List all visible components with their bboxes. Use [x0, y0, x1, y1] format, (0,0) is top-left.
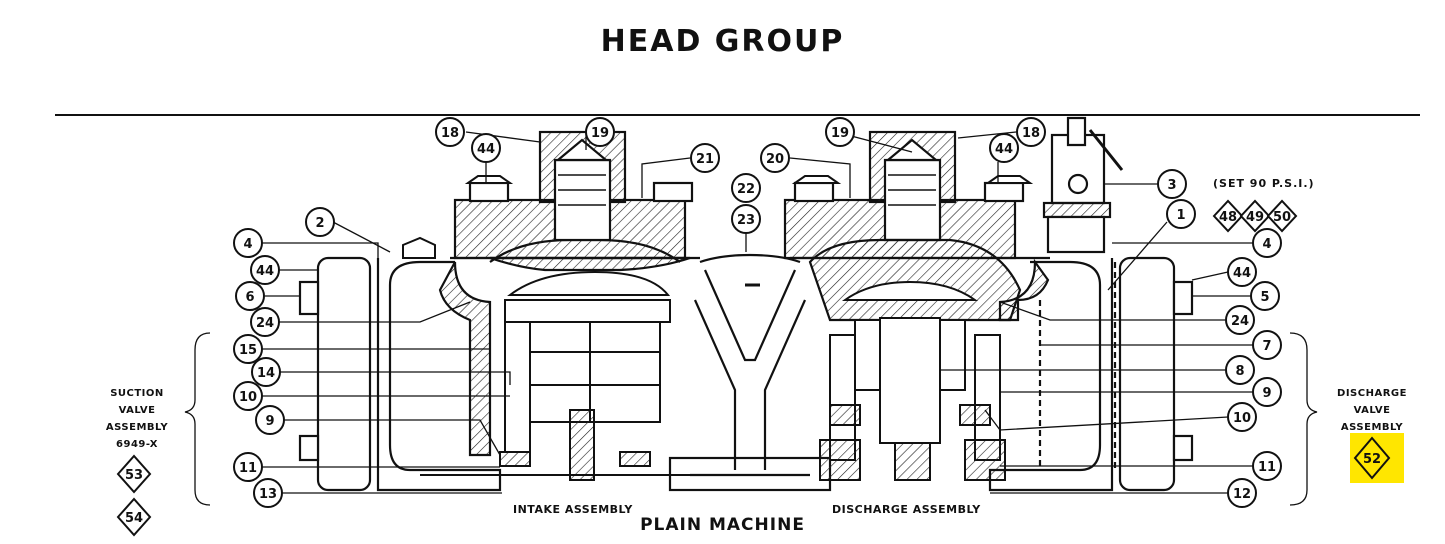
callout-44-top-left: 44 [471, 133, 501, 163]
callout-7: 7 [1252, 330, 1282, 360]
callout-24-left: 24 [250, 307, 280, 337]
svg-text:44: 44 [477, 142, 495, 157]
svg-text:6: 6 [245, 290, 254, 305]
callout-5: 5 [1250, 281, 1280, 311]
diamond-48: 48 [1212, 199, 1244, 233]
suction-valve-label: SUCTION VALVE ASSEMBLY 6949-X [105, 388, 169, 450]
svg-text:4: 4 [1262, 237, 1271, 252]
svg-text:44: 44 [1233, 266, 1251, 281]
svg-text:4: 4 [243, 237, 252, 252]
svg-text:18: 18 [441, 126, 459, 141]
callout-44-top-right: 44 [989, 133, 1019, 163]
callout-18-left: 18 [435, 117, 465, 147]
diamond-49: 49 [1239, 199, 1271, 233]
callout-9-right: 9 [1252, 377, 1282, 407]
svg-text:1: 1 [1176, 208, 1185, 223]
svg-text:2: 2 [315, 216, 324, 231]
callout-13: 13 [253, 478, 283, 508]
callouts: 18 44 19 21 20 22 23 19 18 44 3 2 4 44 6… [233, 117, 1282, 508]
diamond-50: 50 [1266, 199, 1298, 233]
svg-text:11: 11 [1258, 460, 1276, 475]
svg-text:24: 24 [256, 316, 274, 331]
callout-44-right: 44 [1227, 257, 1257, 287]
svg-text:24: 24 [1231, 314, 1249, 329]
callout-18-right: 18 [1016, 117, 1046, 147]
callout-6: 6 [235, 281, 265, 311]
discharge-valve-internals [819, 280, 1006, 481]
callout-19-left: 19 [585, 117, 615, 147]
callout-3: 3 [1157, 169, 1187, 199]
svg-text:8: 8 [1235, 364, 1244, 379]
callout-11-left: 11 [233, 452, 263, 482]
callout-9-left: 9 [255, 405, 285, 435]
svg-text:49: 49 [1246, 210, 1264, 225]
callout-2: 2 [305, 207, 335, 237]
set-pressure-label: (SET 90 P.S.I.) [1213, 177, 1315, 190]
callout-4-right: 4 [1252, 228, 1282, 258]
diamond-callouts: 48 49 50 53 54 52 [116, 199, 1391, 537]
callout-20: 20 [760, 143, 790, 173]
svg-text:10: 10 [1233, 411, 1251, 426]
svg-text:3: 3 [1167, 178, 1176, 193]
diamond-54: 54 [116, 497, 152, 537]
intake-valve-internals [420, 270, 700, 481]
svg-text:5: 5 [1260, 290, 1269, 305]
callout-44-left: 44 [250, 255, 280, 285]
right-cylinder-body [790, 256, 1194, 492]
callout-22: 22 [731, 173, 761, 203]
left-head-cap [453, 130, 694, 272]
svg-text:23: 23 [737, 213, 755, 228]
svg-text:9: 9 [265, 414, 274, 429]
callout-14: 14 [251, 357, 281, 387]
svg-text:50: 50 [1273, 210, 1291, 225]
callout-8: 8 [1225, 355, 1255, 385]
svg-text:48: 48 [1219, 210, 1237, 225]
callout-19-right: 19 [825, 117, 855, 147]
callout-10-right: 10 [1227, 402, 1257, 432]
callout-12: 12 [1227, 478, 1257, 508]
svg-text:15: 15 [239, 343, 257, 358]
svg-text:20: 20 [766, 152, 784, 167]
page-subtitle: PLAIN MACHINE [640, 515, 805, 535]
callout-15: 15 [233, 334, 263, 364]
svg-text:11: 11 [239, 461, 257, 476]
center-web [668, 253, 832, 492]
callout-24-right: 24 [1225, 305, 1255, 335]
svg-text:14: 14 [257, 366, 275, 381]
callout-23: 23 [731, 204, 761, 234]
svg-text:13: 13 [259, 487, 277, 502]
svg-text:54: 54 [125, 511, 143, 526]
svg-text:19: 19 [831, 126, 849, 141]
callout-1: 1 [1166, 199, 1196, 229]
diamond-53: 53 [116, 454, 152, 494]
discharge-assembly-label: DISCHARGE ASSEMBLY [832, 503, 981, 516]
callout-21: 21 [690, 143, 720, 173]
intake-assembly-label: INTAKE ASSEMBLY [513, 503, 633, 516]
callout-10-left: 10 [233, 381, 263, 411]
svg-text:22: 22 [737, 182, 755, 197]
callout-11-right: 11 [1252, 451, 1282, 481]
relief-valve [1042, 116, 1124, 254]
svg-text:9: 9 [1262, 386, 1271, 401]
svg-text:12: 12 [1233, 487, 1251, 502]
callout-4-left: 4 [233, 228, 263, 258]
svg-text:53: 53 [125, 468, 143, 483]
svg-text:21: 21 [696, 152, 714, 167]
diamond-52: 52 [1353, 436, 1391, 480]
svg-text:44: 44 [256, 264, 274, 279]
svg-text:52: 52 [1363, 452, 1381, 467]
svg-text:18: 18 [1022, 126, 1040, 141]
svg-text:44: 44 [995, 142, 1013, 157]
svg-text:19: 19 [591, 126, 609, 141]
svg-text:7: 7 [1262, 339, 1271, 354]
discharge-valve-label: DISCHARGE VALVE ASSEMBLY [1337, 388, 1407, 433]
cap-bolts [402, 175, 1034, 259]
page-title: HEAD GROUP [600, 24, 845, 59]
svg-text:10: 10 [239, 390, 257, 405]
